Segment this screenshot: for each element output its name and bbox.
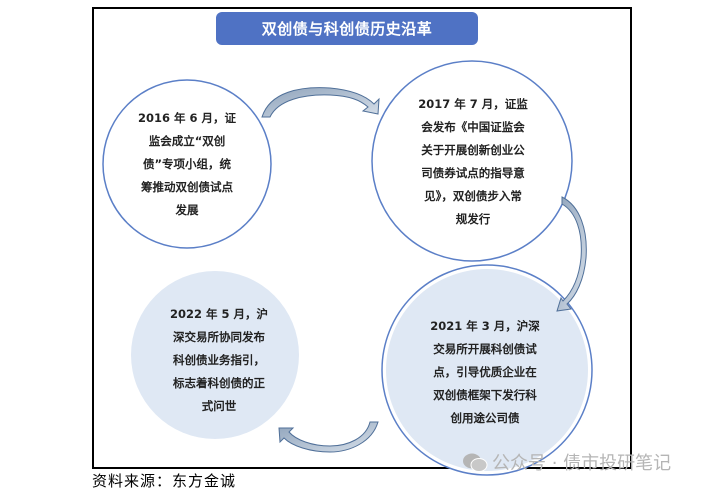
diagram-title: 双创债与科创债历史沿革	[216, 12, 478, 45]
watermark: 公众号 · 债市投研笔记	[462, 449, 671, 475]
stage-circle-2022	[131, 271, 299, 439]
source-caption: 资料来源：东方金诚	[92, 472, 237, 490]
stage-circle-2016	[102, 79, 272, 249]
curved-arrow-icon	[278, 421, 379, 453]
wechat-icon	[463, 453, 488, 472]
stage-text-2022: 2022 年 5 月，沪 深交易所协同发布 科创债业务指引， 标志着科创债的正 …	[169, 306, 269, 413]
stage-text-2017: 2017 年 7 月，证监 会发布《中国证监会 关于开展创新创业公 司债券试点的…	[418, 97, 528, 226]
stage-circle-2021-inner	[386, 269, 588, 471]
stage-text-2021: 2021 年 3 月，沪深 交易所开展科创债试 点，引导优质企业在 双创债框架下…	[430, 318, 540, 425]
curved-arrow-icon	[261, 87, 380, 118]
watermark-text: 公众号 · 债市投研笔记	[492, 453, 672, 474]
stage-text-2016: 2016 年 6 月，证 监会成立“双创 债”专项小组，统 筹推动双创债试点 发…	[137, 110, 237, 217]
curved-arrow-icon	[556, 196, 587, 312]
diagram-frame	[92, 7, 632, 469]
stage-circle-2017	[371, 60, 573, 262]
